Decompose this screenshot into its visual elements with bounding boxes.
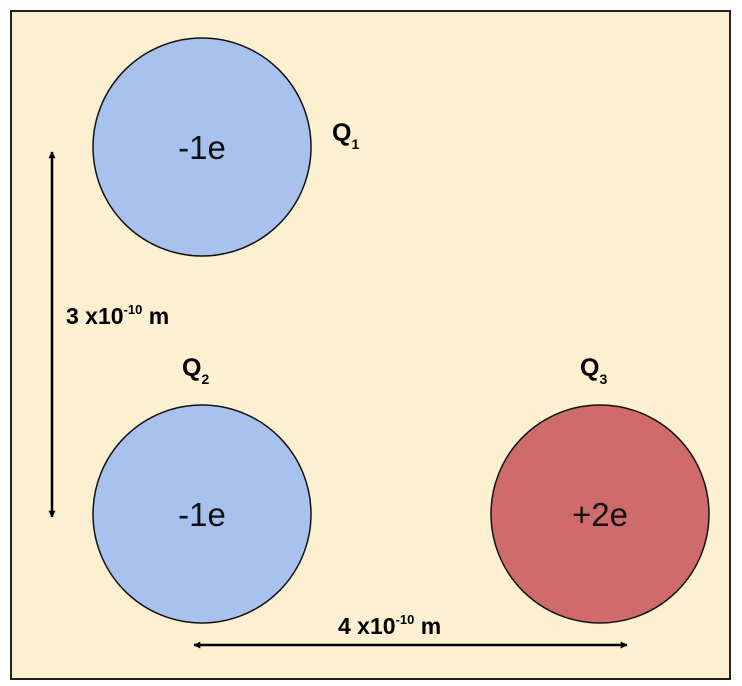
charge-q1-sphere [92, 37, 312, 257]
charge-q2-label-name: Q [182, 354, 201, 382]
charge-q3-label-name: Q [580, 354, 599, 382]
charge-q2: -1e [92, 404, 312, 624]
charge-q2-value: -1e [178, 496, 226, 533]
charge-q3: +2e [490, 404, 710, 624]
charge-q1-label-name: Q [332, 119, 351, 147]
horizontal-distance-exponent: -10 [396, 612, 415, 627]
horizontal-distance-label: 4 x10-10 m [338, 612, 441, 639]
charge-q2-sphere [92, 404, 312, 624]
charge-q3-label: Q3 [580, 354, 607, 387]
charge-q3-value: +2e [572, 496, 628, 533]
vertical-distance-unit: m [142, 303, 169, 329]
charge-q1-value: -1e [178, 129, 226, 166]
charge-q1-label-subscript: 1 [351, 136, 359, 152]
horizontal-distance-mantissa: 4 x10 [338, 613, 396, 639]
charge-q3-sphere [490, 404, 710, 624]
vertical-distance-label: 3 x10-10 m [66, 302, 169, 329]
horizontal-distance-unit: m [414, 613, 441, 639]
charge-q1: -1e [92, 37, 312, 257]
charge-q2-label-subscript: 2 [201, 371, 209, 387]
charge-q2-label: Q2 [182, 354, 209, 387]
vertical-distance-mantissa: 3 x10 [66, 303, 124, 329]
charge-q1-label: Q1 [332, 119, 359, 152]
vertical-distance-exponent: -10 [124, 302, 143, 317]
charge-q3-label-subscript: 3 [599, 371, 607, 387]
